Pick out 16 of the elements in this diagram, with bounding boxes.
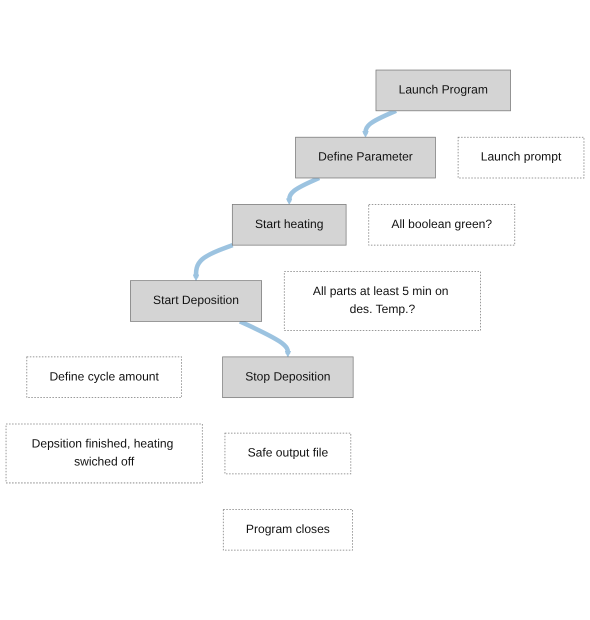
- node-box: Start Deposition: [130, 280, 262, 322]
- arrow: [238, 319, 292, 358]
- node-box: Define Parameter: [295, 136, 436, 178]
- node-box: Program closes: [222, 508, 353, 550]
- node-box: Launch Program: [376, 70, 511, 112]
- node-box: Start heating: [232, 204, 346, 246]
- arrow: [192, 242, 234, 281]
- node-box: All boolean green?: [368, 204, 516, 246]
- node-box: Stop Deposition: [222, 356, 354, 398]
- node-box: All parts at least 5 min on des. Temp.?: [284, 271, 481, 331]
- node-box: Depsition finished, heating swiched off: [6, 424, 203, 484]
- node-box: Launch prompt: [458, 136, 584, 178]
- node-box: Safe output file: [224, 432, 352, 474]
- arrow: [362, 108, 397, 138]
- arrow: [286, 176, 320, 205]
- node-box: Define cycle amount: [26, 356, 182, 398]
